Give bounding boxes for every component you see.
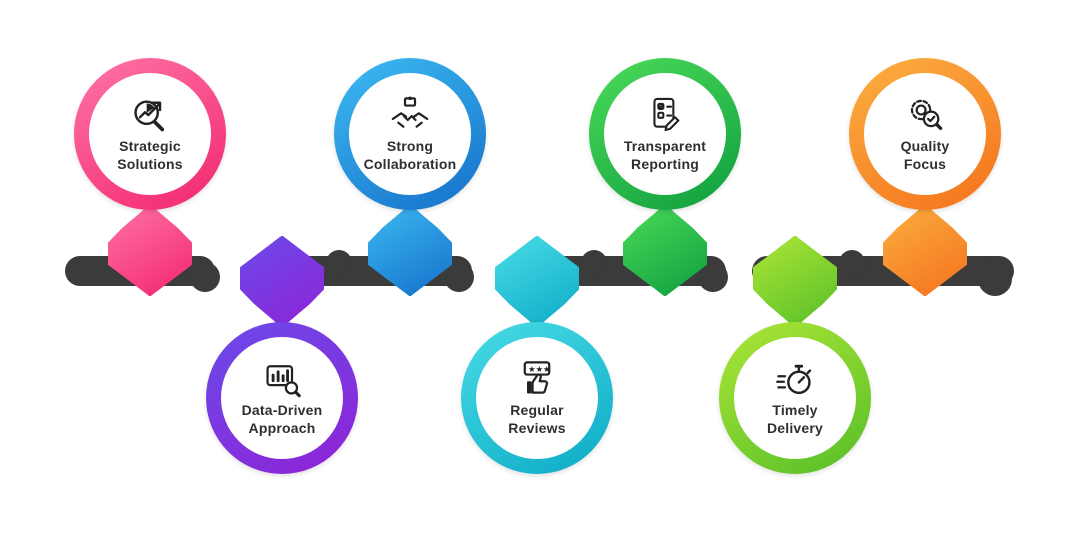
handshake-icon <box>390 95 430 135</box>
timeline-bar-hook-down <box>444 262 474 292</box>
balloon-ring: Transparent Reporting <box>589 58 741 210</box>
stopwatch-icon <box>775 359 815 399</box>
balloon-ring: Quality Focus <box>849 58 1001 210</box>
balloon-tail <box>753 236 837 328</box>
data-analytics-icon <box>262 359 302 399</box>
balloon-tail <box>240 236 324 328</box>
balloon-ring: ★★★ Regular Reviews <box>461 322 613 474</box>
balloon-label: Strong Collaboration <box>363 138 457 172</box>
balloon-label: Timely Delivery <box>766 402 824 436</box>
balloon-label: Quality Focus <box>900 138 950 172</box>
balloon-face: Quality Focus <box>864 73 986 195</box>
timeline-bar-hook-down <box>190 262 220 292</box>
balloon-label: Data-Driven Approach <box>241 402 323 436</box>
quality-gear-icon <box>905 95 945 135</box>
balloon-ring: Data-Driven Approach <box>206 322 358 474</box>
balloon-tail <box>495 236 579 328</box>
report-checklist-icon <box>645 95 685 135</box>
balloon-face: ★★★ Regular Reviews <box>476 337 598 459</box>
balloon-label: Transparent Reporting <box>623 138 707 172</box>
balloon-face: Strong Collaboration <box>349 73 471 195</box>
balloon-face: Data-Driven Approach <box>221 337 343 459</box>
balloon-face: Transparent Reporting <box>604 73 726 195</box>
balloon-ring: Strong Collaboration <box>334 58 486 210</box>
chart-magnifier-icon <box>130 95 170 135</box>
balloon-face: Strategic Solutions <box>89 73 211 195</box>
balloon-face: Timely Delivery <box>734 337 856 459</box>
balloon-label: Regular Reviews <box>508 402 566 436</box>
balloon-ring: Timely Delivery <box>719 322 871 474</box>
timeline-bar-hook-up <box>581 250 607 276</box>
balloon-label: Strategic Solutions <box>117 138 183 172</box>
thumbs-up-stars-icon: ★★★ <box>517 359 557 399</box>
timeline-bar-hook-down <box>978 262 1012 296</box>
timeline-bar-hook-up <box>326 250 352 276</box>
timeline-bar-hook-up <box>839 250 865 276</box>
balloon-ring: Strategic Solutions <box>74 58 226 210</box>
svg-text:★★★: ★★★ <box>528 364 550 374</box>
